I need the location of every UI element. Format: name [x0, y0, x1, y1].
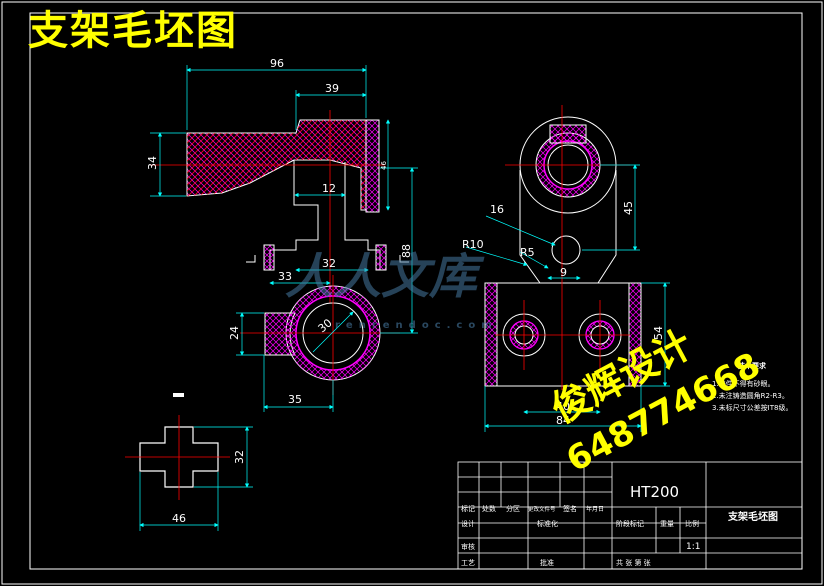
col-nianyueri: 年月日: [586, 505, 604, 513]
dim-45: 45: [622, 201, 635, 215]
front-view: [150, 110, 409, 340]
dim-46: 46: [380, 161, 388, 170]
row-pizhun: 批准: [540, 558, 554, 567]
col-fenqu: 分区: [506, 504, 520, 513]
watermark-url: renrendoc.com: [335, 320, 498, 331]
material-label: HT200: [630, 483, 679, 501]
dim-16: 16: [490, 203, 504, 216]
tech-line-1: 1.铸件不得有砂眼。: [712, 379, 775, 388]
title-block-text: HT200 支架毛坯图 标记 处数 分区 更改文件号 签名 年月日 设计 标准化…: [461, 483, 778, 567]
dim-84: 84: [556, 414, 570, 427]
tech-line-2: 2.未注铸造圆角R2-R3。: [712, 391, 789, 400]
scale-value: 1:1: [686, 542, 700, 552]
tech-line-3: 3.未标尺寸公差按IT8级。: [712, 403, 792, 412]
dim-34: 34: [146, 156, 159, 170]
side-view: [484, 105, 642, 390]
dim-96: 96: [270, 57, 284, 70]
col-qianming: 签名: [563, 504, 577, 513]
cross-section: [125, 393, 230, 500]
row-biaozhunhua: 标准化: [537, 519, 558, 528]
col-biaoji: 标记: [461, 504, 475, 513]
row-shenhe: 审核: [461, 542, 475, 551]
dim-32: 32: [322, 257, 336, 270]
inner-border: [29, 12, 803, 570]
dimension-lines: [139, 65, 670, 531]
dim-88: 88: [400, 244, 413, 258]
col-chushu: 处数: [482, 504, 496, 513]
sheet-count: 共 张 第 张: [616, 558, 651, 567]
section-view: [240, 275, 400, 395]
row-gongyi: 工艺: [461, 559, 475, 567]
dim-12: 12: [322, 182, 336, 195]
drawing-title: 支架毛坯图: [28, 8, 238, 54]
technical-requirements: 技术要求 1.铸件不得有砂眼。 2.未注铸造圆角R2-R3。 3.未标尺寸公差按…: [712, 361, 792, 412]
part-name: 支架毛坯图: [727, 510, 778, 523]
col-zhongliang: 重量: [660, 520, 674, 528]
dim-s46: 46: [172, 512, 186, 525]
col-gengai: 更改文件号: [528, 505, 556, 513]
col-bili: 比例: [685, 519, 699, 528]
dim-24: 24: [228, 326, 241, 340]
dim-33: 33: [278, 270, 292, 283]
dim-40: 40: [556, 400, 570, 413]
dim-54: 54: [652, 326, 665, 340]
dim-r10: R10: [462, 238, 484, 251]
dim-35: 35: [288, 393, 302, 406]
watermark-site: 人人文库: [285, 249, 478, 305]
row-jieduan: 阶段标记: [616, 519, 644, 528]
dim-s32: 32: [233, 450, 246, 464]
title-block: [457, 461, 803, 570]
row-sheji: 设计: [461, 519, 475, 528]
dim-9: 9: [560, 266, 567, 279]
dim-r5: R5: [520, 246, 535, 259]
dim-39: 39: [325, 82, 339, 95]
tech-heading: 技术要求: [738, 361, 767, 370]
